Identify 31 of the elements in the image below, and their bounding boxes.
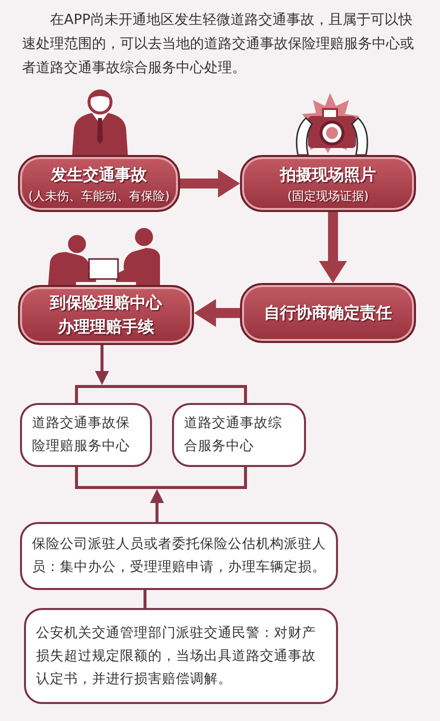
arrow: [95, 345, 109, 385]
box-text: 公安机关交通管理部门派驻交通民警：对财产损失超过规定限额的，当场出具道路交通事故认定书，并进行损害赔偿调解。: [36, 624, 317, 688]
step-note: (人未伤、车能动、有保险): [28, 188, 170, 204]
connector-line: [244, 467, 247, 486]
block-arrow: [180, 170, 240, 198]
info-box: [24, 608, 338, 704]
step-box: [240, 283, 416, 343]
step-box: [18, 285, 194, 345]
step-box: [240, 155, 416, 212]
connector-line: [244, 388, 247, 403]
block-arrow: [194, 299, 240, 327]
arrow: [150, 489, 164, 522]
step-box: [18, 155, 180, 212]
box-text: 保险公司派驻人员或者委托保险公估机构派驻人员：集中办公，受理理赔申请，办理车辆定损。: [32, 535, 327, 577]
block-arrow: [319, 212, 347, 283]
box-text: 道路交通事故综合服务中心: [184, 414, 283, 456]
step-title: 发生交通事故: [51, 164, 147, 186]
intro-paragraph: 在APP尚未开通地区发生轻微道路交通事故，且属于可以快速处理范围的，可以去当地的道路交通事故保险理赔服务中心或者道路交通事故综合服务中心处理。: [22, 11, 415, 78]
box-text: 道路交通事故保险理赔服务中心: [32, 414, 131, 456]
bracket-bar: [75, 385, 247, 388]
info-box: [20, 403, 152, 467]
info-box: [172, 403, 306, 467]
connector-line: [75, 467, 78, 486]
bracket-bar: [75, 486, 247, 489]
step-title: 到保险理赔中心办理理赔手续: [48, 292, 164, 338]
connector-line: [75, 388, 78, 403]
step-note: (固定现场证据): [287, 188, 369, 204]
step-title: 自行协商确定责任: [264, 302, 392, 324]
step-title: 拍摄现场照片: [280, 164, 376, 186]
connector-line: [144, 590, 146, 608]
info-box: [20, 522, 338, 590]
